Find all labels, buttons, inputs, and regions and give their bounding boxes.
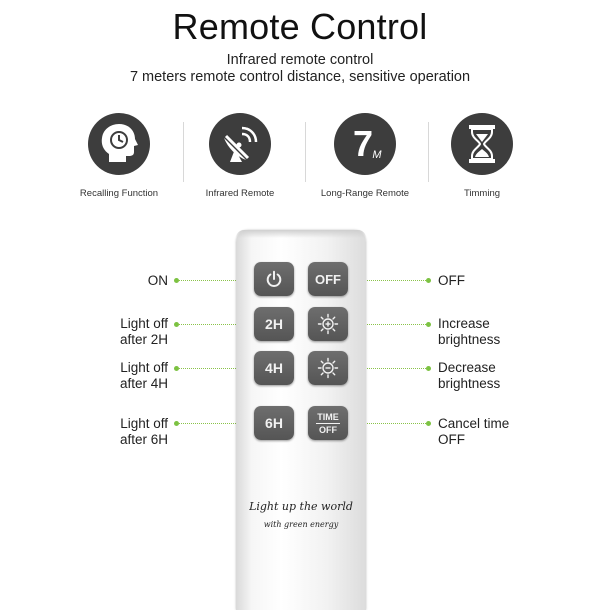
feature-divider xyxy=(428,122,429,182)
feature-infrared: Infrared Remote xyxy=(178,112,302,199)
brightness-down-icon xyxy=(317,357,339,379)
remote-control: OFF 2H 4H 6H xyxy=(236,230,366,610)
power-on-button[interactable] xyxy=(254,262,294,296)
feature-label-timing: Timming xyxy=(463,188,501,199)
subtitle-line-2: 7 meters remote control distance, sensit… xyxy=(129,69,471,85)
leader-dot xyxy=(426,322,431,327)
leader-dot xyxy=(426,278,431,283)
time-off-bottom: OFF xyxy=(319,424,337,435)
callout-after4-line2: after 4H xyxy=(119,376,168,391)
leader-line xyxy=(178,423,254,424)
brightness-down-button[interactable] xyxy=(308,351,348,385)
leader-line xyxy=(178,324,254,325)
leader-dot xyxy=(426,421,431,426)
feature-divider xyxy=(305,122,306,182)
feature-label-recalling: Recalling Function xyxy=(79,188,159,199)
time-off-button[interactable]: TIME OFF xyxy=(308,406,348,440)
feature-divider xyxy=(183,122,184,182)
range-number: 7 xyxy=(353,123,373,164)
leader-dot xyxy=(174,278,179,283)
leader-line xyxy=(178,368,254,369)
leader-dot xyxy=(174,322,179,327)
leader-line xyxy=(350,324,426,325)
callout-cancel-line2: OFF xyxy=(438,432,465,447)
head-clock-icon xyxy=(88,113,150,175)
callout-after2-line1: Light off xyxy=(120,316,168,331)
timer-2h-button[interactable]: 2H xyxy=(254,307,294,341)
brightness-up-icon xyxy=(317,313,339,335)
callout-cancel-line1: Cancel time xyxy=(438,416,510,431)
callout-after6-line2: after 6H xyxy=(119,432,168,447)
callout-decrease-line2: brightness xyxy=(438,376,501,391)
feature-row: Recalling Function Infrared Remote 7 M L… xyxy=(50,112,550,212)
timer-6h-button[interactable]: 6H xyxy=(254,406,294,440)
callout-increase-line1: Increase xyxy=(438,316,490,331)
callout-after4-line1: Light off xyxy=(120,360,168,375)
power-icon xyxy=(266,270,282,287)
leader-dot xyxy=(174,366,179,371)
range-7m-icon: 7 M xyxy=(334,113,396,175)
callout-increase-line2: brightness xyxy=(438,332,501,347)
feature-timing: Timming xyxy=(420,112,544,199)
callout-on: ON xyxy=(147,273,168,288)
timer-4h-button[interactable]: 4H xyxy=(254,351,294,385)
leader-line xyxy=(350,280,426,281)
feature-label-long-range: Long-Range Remote xyxy=(320,188,410,199)
time-off-label: TIME OFF xyxy=(316,412,340,435)
off-button[interactable]: OFF xyxy=(308,262,348,296)
callout-decrease-line1: Decrease xyxy=(438,360,496,375)
leader-dot xyxy=(426,366,431,371)
time-off-top: TIME xyxy=(317,411,339,422)
leader-line xyxy=(350,368,426,369)
page-title: Remote Control xyxy=(172,6,428,47)
callout-off: OFF xyxy=(438,273,465,288)
subtitle-line-1: Infrared remote control xyxy=(226,52,374,68)
leader-dot xyxy=(174,421,179,426)
satellite-dish-icon xyxy=(209,113,271,175)
time-off-divider xyxy=(316,422,340,424)
range-unit: M xyxy=(372,149,382,161)
brand-slogan-line1: Light up the world xyxy=(249,500,353,513)
brightness-up-button[interactable] xyxy=(308,307,348,341)
leader-line xyxy=(178,280,254,281)
callout-after6-line1: Light off xyxy=(120,416,168,431)
feature-recalling: Recalling Function xyxy=(57,112,181,199)
callout-after2-line2: after 2H xyxy=(119,332,168,347)
hourglass-icon xyxy=(451,113,513,175)
leader-line xyxy=(350,423,426,424)
feature-label-infrared: Infrared Remote xyxy=(205,188,275,199)
brand-slogan-line2: with green energy xyxy=(263,520,339,529)
feature-long-range: 7 M Long-Range Remote xyxy=(303,112,427,199)
